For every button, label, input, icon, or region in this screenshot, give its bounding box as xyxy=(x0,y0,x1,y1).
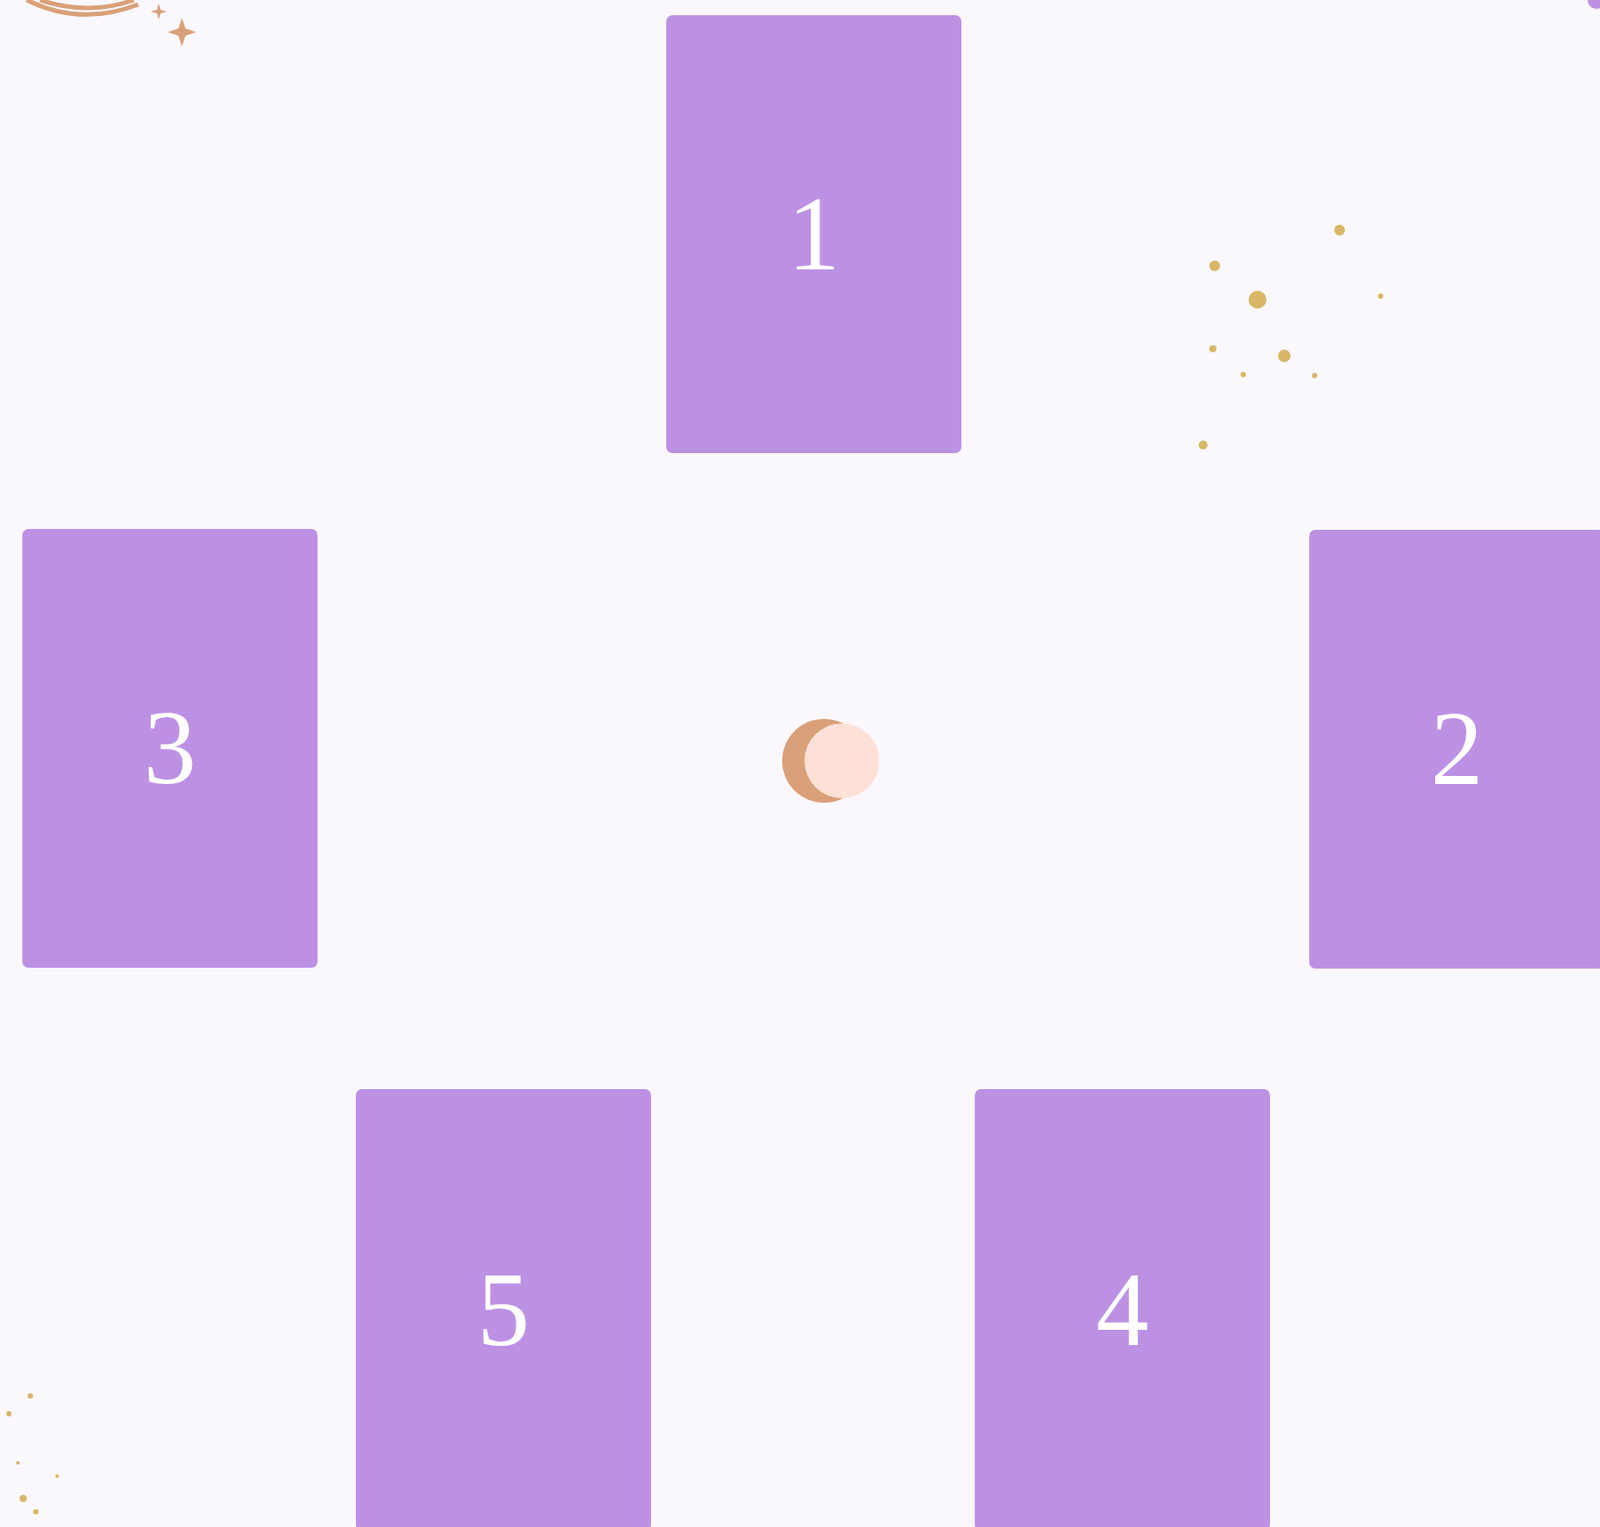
center-moon xyxy=(782,718,880,803)
position-number: 1 xyxy=(787,181,841,288)
tarot-card: 3 xyxy=(22,528,318,968)
tarot-card: 4 xyxy=(974,1088,1271,1527)
corner-moon xyxy=(26,0,139,15)
tarot-card: 2 xyxy=(1309,529,1600,969)
position-number: 2 xyxy=(1430,696,1484,802)
corner-dot xyxy=(1587,0,1600,9)
tarot-card: 5 xyxy=(355,1088,652,1527)
tarot-card: 1 xyxy=(666,15,962,454)
position-number: 3 xyxy=(143,695,197,801)
sparkle xyxy=(150,3,197,47)
position-number: 4 xyxy=(1096,1257,1149,1363)
position-number: 5 xyxy=(477,1257,530,1363)
